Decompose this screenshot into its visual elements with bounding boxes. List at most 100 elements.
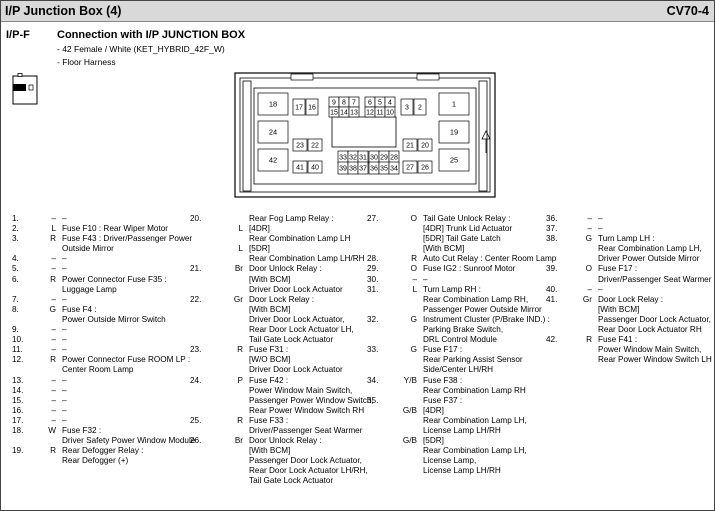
description-line: Driver Door Lock Actuator — [249, 365, 343, 375]
pin-row: G/B[4DR] — [367, 406, 543, 416]
wire-color: – — [587, 224, 592, 234]
description-line: Parking Brake Switch, — [423, 325, 504, 335]
description-line: Rear Combination Lamp RH, — [423, 294, 529, 304]
description-line: – — [598, 224, 603, 234]
description-line: Door Lock Relay : — [249, 294, 315, 304]
pin-description: Rear Defogger Relay :Rear Defogger (+) — [62, 446, 184, 466]
description-line: – — [598, 214, 603, 223]
pin-number: 26. — [190, 436, 202, 446]
description-line: – — [62, 264, 67, 274]
wire-color: – — [51, 254, 56, 264]
pin-description: Fuse F41 :Power Window Main Switch,Rear … — [598, 335, 712, 365]
cavity-label: 36 — [370, 166, 378, 173]
pin-number: 20. — [190, 214, 202, 223]
cavity-14: 14 — [338, 106, 350, 118]
pin-row: Rear Combination Lamp LH — [190, 234, 362, 244]
cavity-10: 10 — [384, 106, 396, 118]
description-line: Tail Gate Lock Actuator — [249, 335, 334, 345]
cavity-label: 23 — [296, 143, 304, 150]
wire-color: Gr — [233, 294, 243, 304]
cavity-33: 33 — [337, 150, 349, 164]
pin-number: 32. — [367, 314, 379, 324]
pin-number — [190, 234, 217, 244]
description-line: Fuse F43 : Driver/Passenger Power — [62, 234, 193, 244]
pin-description: – — [62, 416, 184, 426]
wire-color: G — [49, 304, 56, 314]
pin-row: 4.–– — [12, 254, 184, 264]
cavity-40: 40 — [307, 160, 323, 174]
pin-number: 8. — [12, 304, 19, 314]
pin-description: [4DR] — [423, 406, 543, 416]
pin-number: 19. — [12, 446, 24, 456]
pin-column-2: 20.Rear Fog Lamp Relay :L[4DR]Rear Combi… — [190, 214, 374, 487]
pin-description: Door Unlock Relay :[With BCM]Driver Door… — [249, 264, 362, 294]
pin-description: Door Unlock Relay :[With BCM]Passenger D… — [249, 436, 368, 486]
pin-number: 5. — [12, 264, 19, 274]
pin-row: 14.–– — [12, 386, 184, 396]
pin-row: 16.–– — [12, 406, 184, 416]
cavity-22: 22 — [307, 138, 323, 152]
cavity-label: 12 — [366, 110, 374, 117]
description-line: Rear Defogger Relay : — [62, 446, 144, 456]
cavity-label: 2 — [418, 105, 422, 112]
description-line: Side/Center LH/RH — [423, 365, 494, 375]
description-line: License Lamp LH/RH — [423, 466, 501, 476]
cavity-label: 34 — [390, 166, 398, 173]
pin-row: Rear Combination Lamp LH/RH — [190, 254, 365, 264]
pin-row: L[5DR] — [190, 244, 362, 254]
pin-description: – — [598, 214, 711, 224]
pin-description: Fuse F33 :Driver/Passenger Seat Warmer — [249, 416, 362, 436]
cavity-label: 16 — [308, 105, 316, 112]
cavity-label: 6 — [368, 100, 372, 107]
cavity-5: 5 — [374, 96, 386, 108]
cavity-label: 26 — [421, 165, 429, 172]
pin-number: 35. — [367, 395, 379, 405]
connector-harness: - Floor Harness — [57, 57, 116, 67]
pin-number: 6. — [12, 274, 19, 284]
description-line: Instrument Cluster (P/Brake IND.) : — [423, 314, 550, 324]
description-line: Power Outside Mirror Switch — [62, 314, 166, 324]
page-code: CV70-4 — [666, 4, 709, 18]
pin-description: [5DR] — [249, 244, 362, 254]
wire-color: – — [587, 284, 592, 294]
cavity-label: 13 — [350, 110, 358, 117]
description-line: Fuse F33 : — [249, 415, 289, 425]
description-line: – — [598, 284, 603, 294]
pin-row: 5.–– — [12, 264, 184, 274]
connector-code: I/P-F — [6, 29, 30, 41]
pin-number: 29. — [367, 264, 379, 274]
pin-row: 9.–– — [12, 325, 184, 335]
wire-color: – — [51, 294, 56, 304]
pin-description: – — [62, 345, 184, 355]
pin-number: 11. — [12, 345, 23, 355]
cavity-label: 10 — [386, 110, 394, 117]
pin-description: Turn Lamp LH :Rear Combination Lamp LH,D… — [598, 234, 711, 264]
cavity-15: 15 — [328, 106, 340, 118]
cavity-label: 40 — [311, 165, 319, 172]
wire-color: – — [587, 214, 592, 223]
pin-description: – — [598, 224, 711, 234]
description-line: Driver Safety Power Window Module — [62, 436, 196, 446]
pin-number: 14. — [12, 385, 24, 395]
pin-number: 33. — [367, 345, 379, 355]
description-line: Power Window Main Switch, — [249, 385, 353, 395]
pin-row: Rear Combination Lamp LH,License Lamp,Li… — [367, 446, 543, 476]
wire-color: G — [410, 345, 417, 355]
wire-color: Y/B — [403, 375, 417, 385]
pin-number: 2. — [12, 224, 19, 234]
cavity-30: 30 — [368, 150, 380, 164]
pin-description: – — [62, 335, 184, 345]
pin-description: – — [598, 285, 711, 295]
cavity-7: 7 — [348, 96, 360, 108]
cavity-9: 9 — [328, 96, 340, 108]
description-line: Tail Gate Lock Actuator — [249, 476, 334, 486]
cavity-label: 15 — [330, 110, 338, 117]
